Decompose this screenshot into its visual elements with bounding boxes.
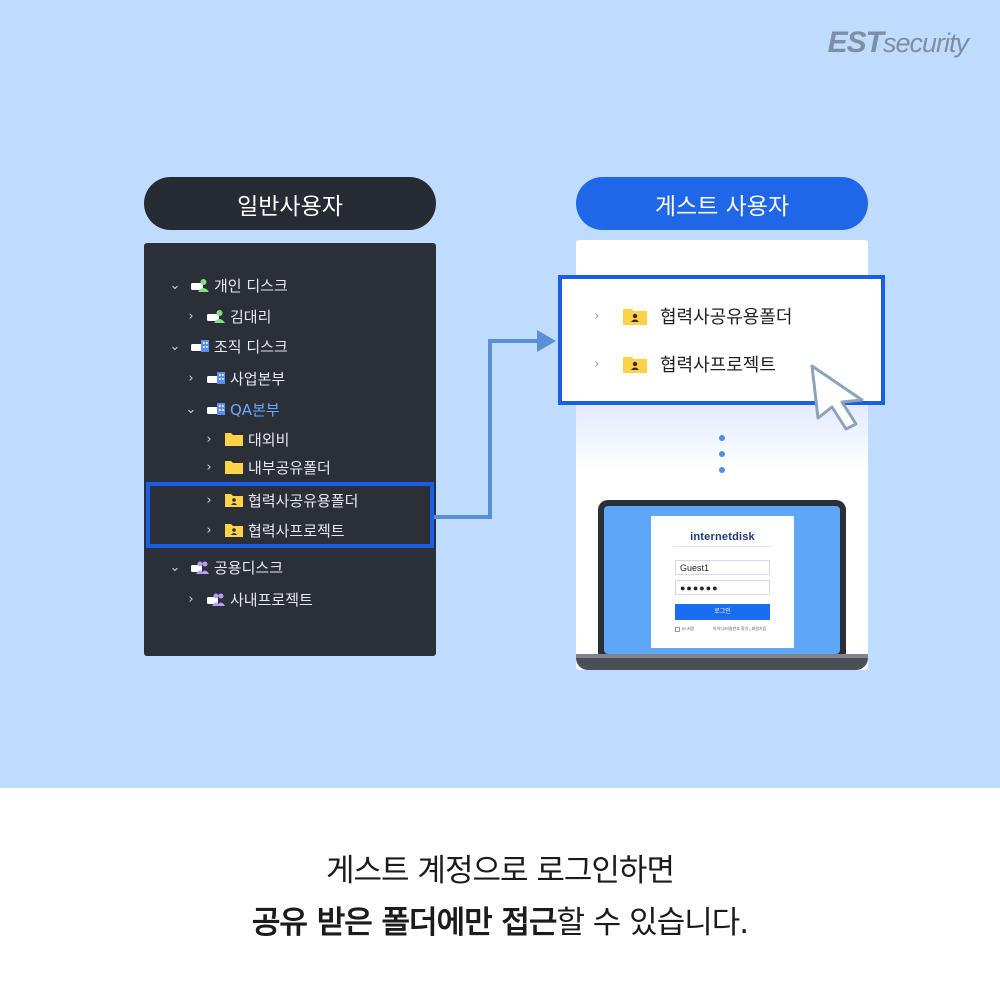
tree-item-label: 대외비 bbox=[248, 430, 290, 449]
tree-item[interactable]: › 대외비 bbox=[202, 427, 289, 451]
guest-user-label: 게스트 사용자 bbox=[576, 177, 868, 230]
chevron-right-icon: › bbox=[594, 356, 600, 372]
tree-item-label: 협력사프로젝트 bbox=[248, 521, 345, 540]
remember-checkbox[interactable] bbox=[675, 627, 680, 632]
org-disk-icon bbox=[206, 370, 230, 386]
tree-item-label: 조직 디스크 bbox=[214, 337, 288, 356]
tree-item[interactable]: › 김대리 bbox=[184, 304, 271, 328]
tree-item[interactable]: › 사내프로젝트 bbox=[184, 587, 313, 611]
laptop-base bbox=[576, 654, 868, 670]
group-disk-icon bbox=[190, 559, 214, 575]
shared-folder-icon bbox=[224, 522, 248, 538]
login-button[interactable]: 로그인 bbox=[675, 604, 770, 620]
ellipsis-dot bbox=[719, 451, 725, 457]
chevron-down-icon[interactable]: ⌄ bbox=[169, 338, 181, 354]
tree-item[interactable]: ⌄ 공용디스크 bbox=[168, 555, 283, 579]
access-arrow bbox=[434, 330, 556, 519]
chevron-right-icon[interactable]: › bbox=[206, 522, 212, 538]
tree-item-label: QA본부 bbox=[230, 400, 280, 419]
org-disk-icon bbox=[190, 338, 214, 354]
caption-line-1: 게스트 계정으로 로그인하면 bbox=[326, 853, 675, 889]
shared-folder-icon bbox=[224, 492, 248, 508]
shared-folders-highlight bbox=[146, 482, 434, 548]
internetdisk-logo: internetdisk bbox=[690, 531, 755, 543]
cursor-icon bbox=[810, 364, 864, 431]
tree-item-label: 내부공유폴더 bbox=[248, 458, 331, 477]
tree-item[interactable]: ⌄ QA본부 bbox=[184, 397, 280, 421]
shared-folder-icon bbox=[623, 309, 647, 325]
password-field[interactable]: ●●●●●● bbox=[675, 580, 770, 595]
chevron-down-icon[interactable]: ⌄ bbox=[169, 559, 181, 575]
divider bbox=[673, 546, 772, 547]
guest-folder-item[interactable]: › 협력사공유용폴더 bbox=[594, 303, 792, 329]
chevron-right-icon[interactable]: › bbox=[206, 492, 212, 508]
ellipsis-dot bbox=[719, 467, 725, 473]
username-field[interactable]: Guest1 bbox=[675, 560, 770, 575]
caption-line-2: 공유 받은 폴더에만 접근할 수 있습니다. bbox=[0, 897, 1000, 942]
folder-tree-panel bbox=[144, 243, 436, 656]
chevron-right-icon[interactable]: › bbox=[206, 431, 212, 447]
general-user-label: 일반사용자 bbox=[144, 177, 436, 230]
folder-icon bbox=[224, 431, 248, 447]
chevron-right-icon[interactable]: › bbox=[188, 591, 194, 607]
folder-icon bbox=[224, 459, 248, 475]
tree-item[interactable]: ⌄ 조직 디스크 bbox=[168, 334, 288, 358]
brand-logo: ESTsecurity bbox=[827, 26, 969, 59]
tree-item[interactable]: › 사업본부 bbox=[184, 366, 285, 390]
find-account-links[interactable]: 아이디/비밀번호 찾기 | 회원가입 bbox=[713, 626, 767, 631]
user-disk-icon bbox=[206, 308, 230, 324]
chevron-right-icon[interactable]: › bbox=[188, 370, 194, 386]
tree-item-label: 김대리 bbox=[230, 307, 272, 326]
login-card: internetdisk Guest1 ●●●●●● 로그인 ID 저장 아이디… bbox=[651, 516, 794, 648]
ellipsis-dot bbox=[719, 435, 725, 441]
chevron-down-icon[interactable]: ⌄ bbox=[185, 401, 197, 417]
chevron-down-icon[interactable]: ⌄ bbox=[169, 277, 181, 293]
guest-folder-label: 협력사공유용폴더 bbox=[660, 307, 793, 328]
tree-item-label: 사업본부 bbox=[230, 369, 286, 388]
laptop-hinge bbox=[576, 654, 868, 658]
shared-folder-icon bbox=[623, 357, 647, 373]
tree-item-label: 협력사공유용폴더 bbox=[248, 491, 359, 510]
tree-item[interactable]: › 내부공유폴더 bbox=[202, 455, 331, 479]
tree-item-label: 사내프로젝트 bbox=[230, 590, 313, 609]
chevron-right-icon: › bbox=[594, 308, 600, 324]
user-disk-icon bbox=[190, 277, 214, 293]
tree-item-label: 개인 디스크 bbox=[214, 276, 288, 295]
caption-rest: 할 수 있습니다. bbox=[556, 905, 749, 941]
tree-item-label: 공용디스크 bbox=[214, 558, 284, 577]
chevron-right-icon[interactable]: › bbox=[188, 308, 194, 324]
org-disk-icon bbox=[206, 401, 230, 417]
guest-folder-item[interactable]: › 협력사프로젝트 bbox=[594, 351, 776, 377]
group-disk-icon bbox=[206, 591, 230, 607]
guest-folder-label: 협력사프로젝트 bbox=[660, 355, 776, 376]
tree-item[interactable]: › 협력사공유용폴더 bbox=[202, 488, 358, 512]
remember-label: ID 저장 bbox=[682, 626, 695, 631]
chevron-right-icon[interactable]: › bbox=[206, 459, 212, 475]
tree-item[interactable]: › 협력사프로젝트 bbox=[202, 518, 345, 542]
tree-item[interactable]: ⌄ 개인 디스크 bbox=[168, 273, 288, 297]
caption-emphasis: 공유 받은 폴더에만 접근 bbox=[251, 905, 558, 941]
